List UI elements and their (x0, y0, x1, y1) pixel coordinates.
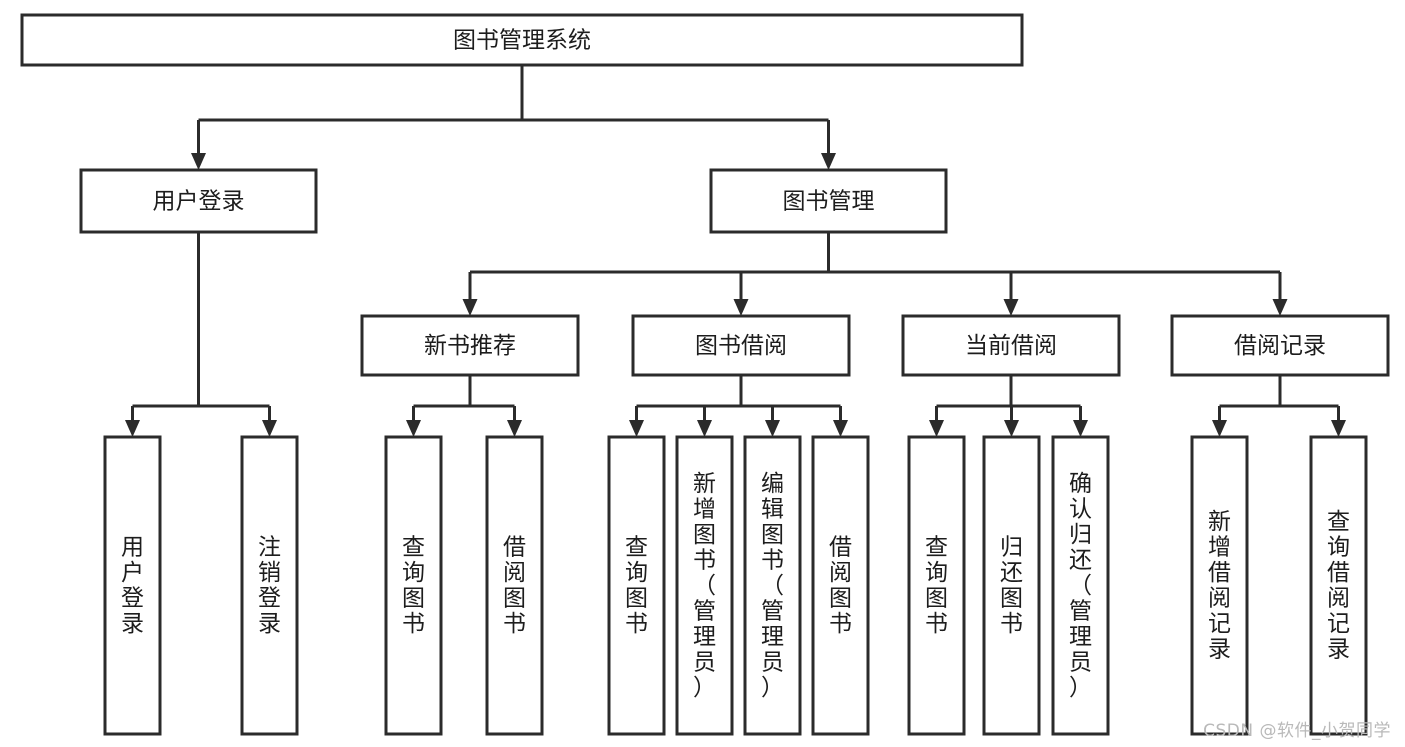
node-label: 新增图书（管理员） (693, 471, 716, 701)
node-leaf-return-book[interactable]: 归还图书 (982, 435, 1041, 736)
node-box (384, 435, 443, 736)
node-box (1051, 435, 1110, 736)
node-label: 借阅图书 (829, 535, 852, 638)
node-leaf-add-record[interactable]: 新增借阅记录 (1190, 435, 1249, 736)
node-label: 确认归还（管理员） (1069, 471, 1092, 701)
arrow-head-icon (1003, 299, 1019, 316)
node-book-manage[interactable]: 图书管理 (709, 168, 948, 234)
watermark-label: CSDN @软件_小贺同学 (1203, 721, 1391, 741)
node-label: 查询借阅记录 (1327, 509, 1350, 663)
node-box (360, 314, 580, 377)
arrow-head-icon (191, 153, 206, 170)
arrow-head-icon (1212, 420, 1227, 437)
connector-group-new-book-recommend (406, 375, 522, 437)
node-leaf-borrow-book-2[interactable]: 借阅图书 (811, 435, 870, 736)
connector-group-book-manage (462, 232, 1288, 316)
node-box (79, 168, 318, 234)
node-leaf-user-login[interactable]: 用户登录 (103, 435, 162, 736)
node-label: 借阅图书 (503, 535, 526, 638)
arrow-head-icon (765, 420, 780, 437)
node-label: 当前借阅 (965, 333, 1057, 359)
connector-layer (125, 65, 1346, 437)
connector-group-user-login (125, 232, 277, 437)
node-leaf-query-book-3[interactable]: 查询图书 (907, 435, 966, 736)
arrow-head-icon (262, 420, 277, 437)
connector-group-book-borrow (629, 375, 848, 437)
node-box (901, 314, 1121, 377)
node-label: 图书管理系统 (453, 28, 591, 54)
node-leaf-logout[interactable]: 注销登录 (240, 435, 299, 736)
node-box (607, 435, 666, 736)
node-box (675, 435, 734, 736)
node-label: 归还图书 (1000, 535, 1023, 638)
node-leaf-query-book-1[interactable]: 查询图书 (384, 435, 443, 736)
node-leaf-borrow-book-1[interactable]: 借阅图书 (485, 435, 544, 736)
node-layer: 图书管理系统用户登录图书管理新书推荐图书借阅当前借阅借阅记录用户登录注销登录查询… (20, 13, 1390, 736)
node-leaf-query-record[interactable]: 查询借阅记录 (1309, 435, 1368, 736)
node-box (103, 435, 162, 736)
node-leaf-query-book-2[interactable]: 查询图书 (607, 435, 666, 736)
node-label: 用户登录 (121, 535, 144, 638)
connector-group-borrow-record (1212, 375, 1346, 437)
connector-group-current-borrow (929, 375, 1088, 437)
node-label: 查询图书 (925, 535, 948, 638)
arrow-head-icon (1004, 420, 1019, 437)
node-box (1190, 435, 1249, 736)
node-label: 查询图书 (625, 535, 648, 638)
node-new-book-recommend[interactable]: 新书推荐 (360, 314, 580, 377)
arrow-head-icon (1073, 420, 1088, 437)
node-label: 借阅记录 (1234, 333, 1326, 359)
arrow-head-icon (697, 420, 712, 437)
node-leaf-confirm-return[interactable]: 确认归还（管理员） (1051, 435, 1110, 736)
connector-group-root (191, 65, 836, 170)
node-box (1170, 314, 1390, 377)
node-box (709, 168, 948, 234)
node-box (982, 435, 1041, 736)
arrow-head-icon (1331, 420, 1346, 437)
node-label: 新书推荐 (424, 333, 516, 359)
node-root[interactable]: 图书管理系统 (20, 13, 1024, 67)
node-box (907, 435, 966, 736)
node-box (1309, 435, 1368, 736)
node-box (20, 13, 1024, 67)
node-label: 图书管理 (783, 189, 875, 215)
node-box (631, 314, 851, 377)
arrow-head-icon (125, 420, 140, 437)
node-label: 新增借阅记录 (1208, 509, 1231, 663)
node-label: 查询图书 (402, 535, 425, 638)
arrow-head-icon (406, 420, 421, 437)
arrow-head-icon (929, 420, 944, 437)
node-box (485, 435, 544, 736)
arrow-head-icon (507, 420, 522, 437)
node-box (811, 435, 870, 736)
node-user-login[interactable]: 用户登录 (79, 168, 318, 234)
arrow-head-icon (733, 299, 749, 316)
arrow-head-icon (462, 299, 478, 316)
arrow-head-icon (833, 420, 848, 437)
node-leaf-edit-book[interactable]: 编辑图书（管理员） (743, 435, 802, 736)
node-box (240, 435, 299, 736)
node-label: 编辑图书（管理员） (761, 471, 784, 701)
node-label: 图书借阅 (695, 333, 787, 359)
node-borrow-record[interactable]: 借阅记录 (1170, 314, 1390, 377)
node-label: 注销登录 (258, 535, 281, 638)
node-current-borrow[interactable]: 当前借阅 (901, 314, 1121, 377)
node-book-borrow[interactable]: 图书借阅 (631, 314, 851, 377)
node-box (743, 435, 802, 736)
node-leaf-add-book[interactable]: 新增图书（管理员） (675, 435, 734, 736)
node-label: 用户登录 (153, 189, 245, 215)
arrow-head-icon (629, 420, 644, 437)
arrow-head-icon (1272, 299, 1288, 316)
arrow-head-icon (821, 153, 836, 170)
